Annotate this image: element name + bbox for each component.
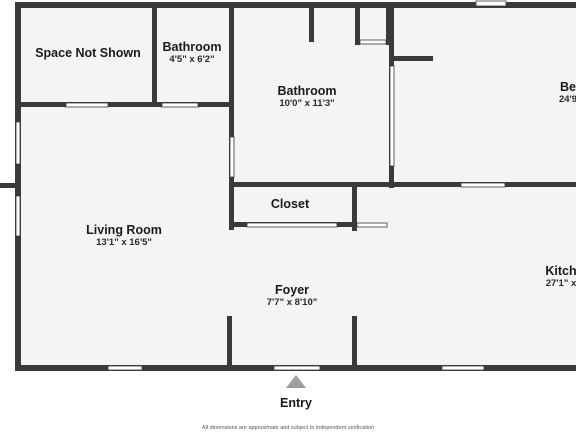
window-bottom-right [441, 365, 485, 371]
room-dimensions: 13'1" x 16'5" [96, 237, 152, 248]
windows [15, 0, 507, 371]
window-bottom-left [107, 365, 143, 371]
window-left-upper [15, 121, 21, 165]
room-label-closet: Closet [271, 197, 309, 211]
room-name: Bathroom [162, 40, 222, 54]
window-living-top [65, 102, 109, 108]
room-name: Living Room [86, 223, 162, 237]
wall-upper-h [15, 102, 233, 107]
room-name: Space Not Shown [35, 46, 141, 60]
window-bath-bottom [161, 102, 199, 108]
window-bath-right [389, 65, 395, 167]
room-dimensions: 24'9 [558, 94, 576, 105]
wall-top [15, 2, 576, 8]
room-label-living-room: Living Room 13'1" x 16'5" [86, 223, 162, 249]
room-name: Bathroom [277, 84, 337, 98]
room-label-bathroom-large: Bathroom 10'0" x 11'3" [277, 84, 336, 110]
wall-bath-top-stub-3 [386, 5, 391, 45]
room-label-kitchen: Kitch 27'1" x [545, 264, 576, 290]
wall-closet-top [229, 182, 576, 187]
window-bath-left [229, 136, 235, 178]
wall-bath-left [229, 5, 234, 230]
room-name: Kitch [545, 264, 576, 278]
window-entry-door [273, 365, 321, 371]
wall-bed-stub [389, 56, 433, 61]
window-closet-right [356, 222, 388, 228]
wall-bath-top-stub-2 [355, 5, 360, 45]
entry-arrow-icon [286, 375, 306, 388]
wall-snshown-right [152, 5, 157, 107]
room-dimensions: 4'5" x 6'2" [169, 54, 215, 65]
wall-foyer-right [352, 316, 357, 368]
room-label-bedroom: Be 24'9 [559, 80, 576, 106]
room-name: Be [560, 80, 576, 94]
wall-closet-divider [352, 185, 357, 231]
room-label-bathroom-small: Bathroom 4'5" x 6'2" [162, 40, 221, 66]
window-top [475, 0, 507, 7]
wall-bath-top-stub-1 [309, 5, 314, 42]
window-bath-top [359, 39, 387, 45]
room-name: Closet [270, 197, 310, 211]
window-left-lower [15, 195, 21, 237]
room-label-foyer: Foyer 7'7" x 8'10" [267, 283, 318, 309]
wall-left-stub [0, 183, 18, 188]
room-label-space-not-shown: Space Not Shown [35, 46, 141, 60]
room-name: Foyer [274, 283, 310, 297]
entry-label: Entry [280, 396, 312, 410]
room-dimensions: 7'7" x 8'10" [266, 297, 318, 308]
window-bed-bottom [460, 182, 506, 188]
room-dimensions: 27'1" x [545, 278, 576, 289]
wall-foyer-left [227, 316, 232, 368]
disclaimer-text: All dimensions are approximate and subje… [201, 425, 375, 431]
window-closet-door [246, 222, 338, 228]
room-dimensions: 10'0" x 11'3" [279, 98, 335, 109]
